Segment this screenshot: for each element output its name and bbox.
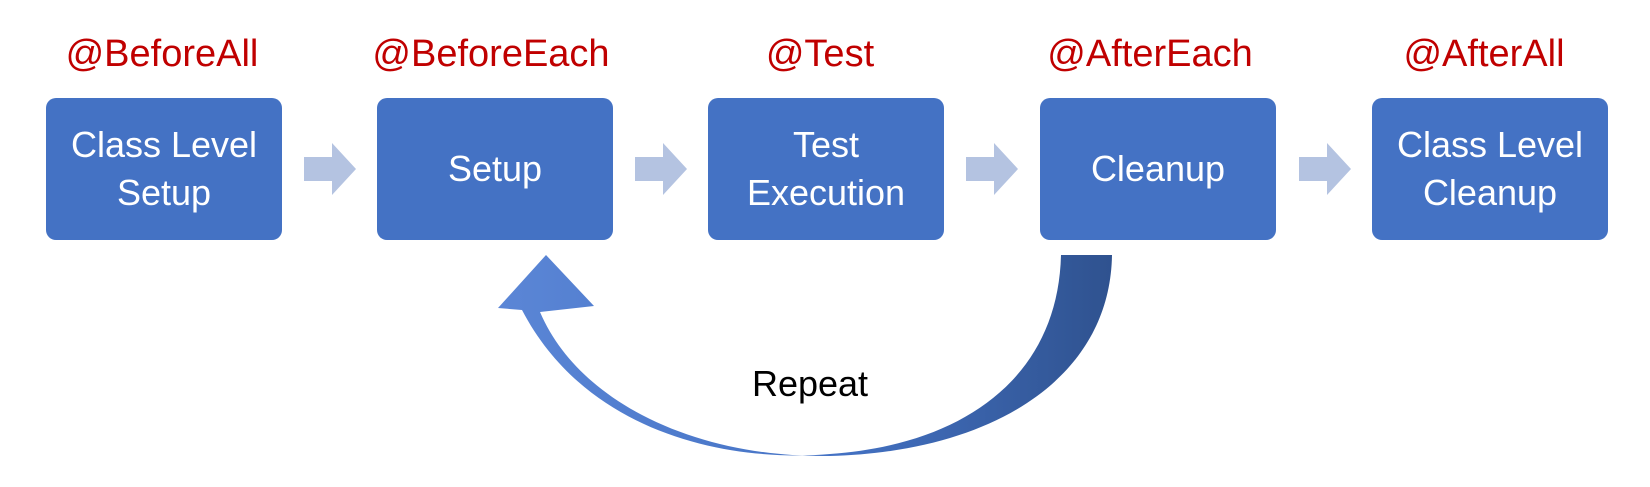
annotation-after-each: @AfterEach bbox=[1047, 33, 1253, 75]
step-label-line1: Class Level bbox=[70, 124, 258, 165]
annotation-test: @Test bbox=[765, 33, 875, 75]
step-label-line1: Class Level bbox=[1396, 124, 1584, 165]
step-label-line1: Cleanup bbox=[1090, 148, 1226, 189]
flow-arrow-icon bbox=[635, 143, 687, 195]
annotation-before-all: @BeforeAll bbox=[65, 33, 259, 75]
step-cleanup: Cleanup bbox=[1040, 98, 1276, 240]
step-label-line1: Setup bbox=[447, 148, 543, 189]
step-label-line2: Cleanup bbox=[1422, 172, 1558, 213]
step-test-execution: Test Execution bbox=[708, 98, 944, 240]
repeat-label: Repeat bbox=[751, 363, 869, 404]
flow-arrow-icon bbox=[304, 143, 356, 195]
annotation-after-all: @AfterAll bbox=[1403, 33, 1565, 75]
step-label-line2: Execution bbox=[746, 172, 906, 213]
step-label-line1: Test bbox=[792, 124, 859, 165]
step-label-line2: Setup bbox=[116, 172, 212, 213]
step-class-level-cleanup: Class Level Cleanup bbox=[1372, 98, 1608, 240]
flow-arrow-icon bbox=[966, 143, 1018, 195]
flow-arrow-icon bbox=[1299, 143, 1351, 195]
step-class-level-setup: Class Level Setup bbox=[46, 98, 282, 240]
annotation-before-each: @BeforeEach bbox=[372, 33, 610, 75]
step-setup: Setup bbox=[377, 98, 613, 240]
